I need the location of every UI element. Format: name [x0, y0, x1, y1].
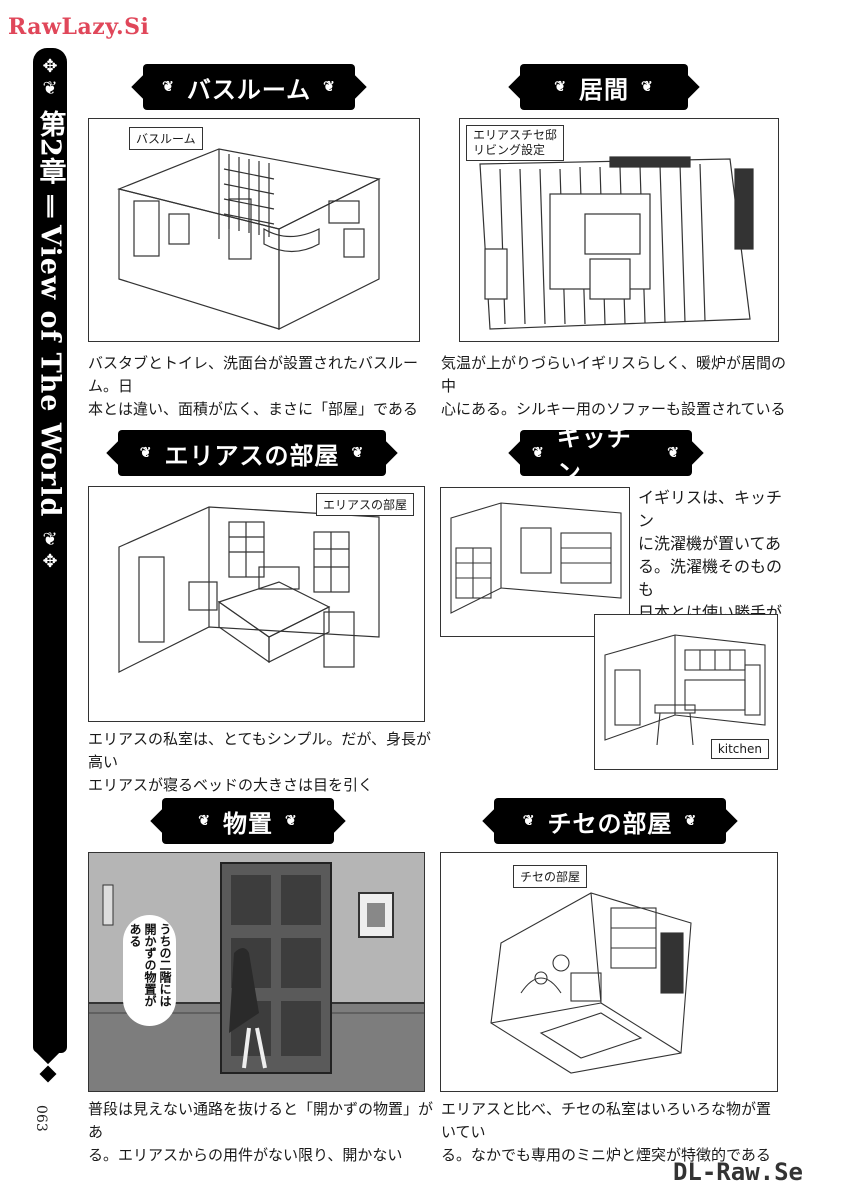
section-title: 物置: [223, 809, 273, 838]
caption-line: 普段は見えない通路を抜けると「開かずの物置」があ: [88, 1100, 434, 1141]
ornament-icon: ❦: [285, 813, 298, 829]
bathroom-sketch-panel: バスルーム: [88, 118, 420, 342]
ornament-icon: ✥: [42, 551, 58, 573]
living-caption: 気温が上がりづらいイギリスらしく、暖炉が居間の中 心にある。シルキー用のソファー…: [441, 352, 786, 421]
storage-manga-art: [89, 853, 424, 1091]
section-header-bathroom: ❦ バスルーム ❦: [143, 64, 355, 110]
chapter-divider: ‖: [37, 191, 63, 219]
section-title: キッチン: [556, 424, 632, 487]
chapter-label: 第2章: [34, 110, 66, 186]
sketch-label: バスルーム: [129, 127, 203, 150]
section-header-living: ❦ 居間 ❦: [520, 64, 688, 110]
elias-room-sketch-panel: エリアスの部屋: [88, 486, 425, 722]
sketch-label: エリアスチセ邸 リビング設定: [466, 125, 565, 161]
storage-caption: 普段は見えない通路を抜けると「開かずの物置」があ る。エリアスからの用件がない限…: [88, 1098, 433, 1167]
caption-line: 心にある。シルキー用のソファーも設置されている: [441, 400, 786, 418]
section-header-chise-room: ❦ チセの部屋 ❦: [494, 798, 726, 844]
ornament-icon: ❦: [323, 79, 336, 95]
ornament-icon: ❦: [351, 445, 365, 461]
ornament-icon: ❦: [684, 813, 698, 829]
section-title: チセの部屋: [547, 809, 673, 838]
section-title: 居間: [579, 75, 629, 104]
ornament-icon: ❦: [641, 79, 654, 95]
section-header-storage: ❦ 物置 ❦: [162, 798, 334, 844]
ornament-icon: ✥: [42, 56, 58, 77]
ornament-icon: ❦: [162, 79, 175, 95]
kitchen-sketch-panel-upper: [440, 487, 630, 637]
kitchen-sketch-upper: [450, 502, 622, 614]
ornament-icon: ❦: [522, 813, 536, 829]
caption-line: エリアスが寝るベッドの大きさは目を引く: [88, 776, 374, 794]
storage-manga-panel: うちの二階には 開かずの物置が ある: [88, 852, 425, 1092]
ornament-icon: ❦: [667, 445, 680, 461]
section-header-kitchen: ❦ キッチン ❦: [520, 424, 692, 487]
sketch-label-line: リビング設定: [473, 143, 546, 157]
speech-line: 開かずの物置が: [143, 923, 157, 1007]
ornament-icon: ❦: [554, 79, 567, 95]
sketch-label: エリアスの部屋: [315, 493, 414, 516]
bathroom-sketch: [117, 148, 381, 330]
diamond-ornament-icon: [39, 1065, 57, 1083]
caption-line: 気温が上がりづらいイギリスらしく、暖炉が居間の中: [441, 354, 787, 395]
chapter-side-banner: ✥ ❦ 第2章 ‖ View of The World ❦ ✥: [33, 48, 67, 1053]
kitchen-side-line: る。洗濯機そのものも: [638, 557, 783, 599]
section-header-elias-room: ❦ エリアスの部屋 ❦: [118, 430, 386, 476]
kitchen-sketch-panel-lower: kitchen: [594, 614, 778, 770]
ornament-icon: ❦: [198, 813, 211, 829]
sketch-label-line: エリアスチセ邸: [473, 128, 558, 142]
sketch-label: kitchen: [710, 739, 769, 759]
watermark-bottom: DL-Raw.Se: [672, 1158, 803, 1186]
speech-line: うちの二階には: [158, 923, 172, 1007]
ornament-icon: ❦: [42, 78, 58, 99]
section-title: エリアスの部屋: [164, 441, 340, 470]
ornament-icon: ❦: [139, 445, 153, 461]
page-number: 063: [33, 1105, 49, 1132]
ornament-icon: ❦: [42, 529, 58, 551]
caption-line: る。エリアスからの用件がない限り、開かない: [88, 1146, 403, 1164]
caption-line: エリアスの私室は、とてもシンプル。だが、身長が高い: [88, 730, 432, 771]
ornament-icon: ❦: [532, 445, 545, 461]
chise-room-sketch: [490, 892, 692, 1074]
caption-line: 本とは違い、面積が広く、まさに「部屋」である: [88, 400, 418, 418]
sketch-label: チセの部屋: [513, 865, 588, 888]
kitchen-sketch-lower: [604, 634, 766, 746]
elias-room-sketch: [118, 506, 380, 673]
caption-line: る。なかでも専用のミニ炉と煙突が特徴的である: [441, 1146, 771, 1164]
chapter-title: View of The World: [34, 224, 66, 518]
bathroom-caption: バスタブとトイレ、洗面台が設置されたバスルーム。日 本とは違い、面積が広く、まさ…: [88, 352, 433, 421]
chise-room-sketch-panel: チセの部屋: [440, 852, 778, 1092]
kitchen-side-line: に洗濯機が置いてあ: [638, 534, 782, 553]
living-sketch-panel: エリアスチセ邸 リビング設定: [459, 118, 779, 342]
kitchen-side-line: イギリスは、キッチン: [638, 488, 783, 530]
section-title: バスルーム: [186, 75, 312, 104]
living-sketch: [479, 156, 754, 330]
elias-room-caption: エリアスの私室は、とてもシンプル。だが、身長が高い エリアスが寝るベッドの大きさ…: [88, 728, 433, 797]
caption-line: エリアスと比べ、チセの私室はいろいろな物が置いてい: [441, 1100, 772, 1141]
speech-line: ある: [128, 923, 142, 947]
watermark-top: RawLazy.Si: [8, 14, 150, 40]
speech-bubble: うちの二階には 開かずの物置が ある: [123, 915, 176, 1026]
chise-room-caption: エリアスと比べ、チセの私室はいろいろな物が置いてい る。なかでも専用のミニ炉と煙…: [441, 1098, 786, 1167]
caption-line: バスタブとトイレ、洗面台が設置されたバスルーム。日: [88, 354, 419, 395]
